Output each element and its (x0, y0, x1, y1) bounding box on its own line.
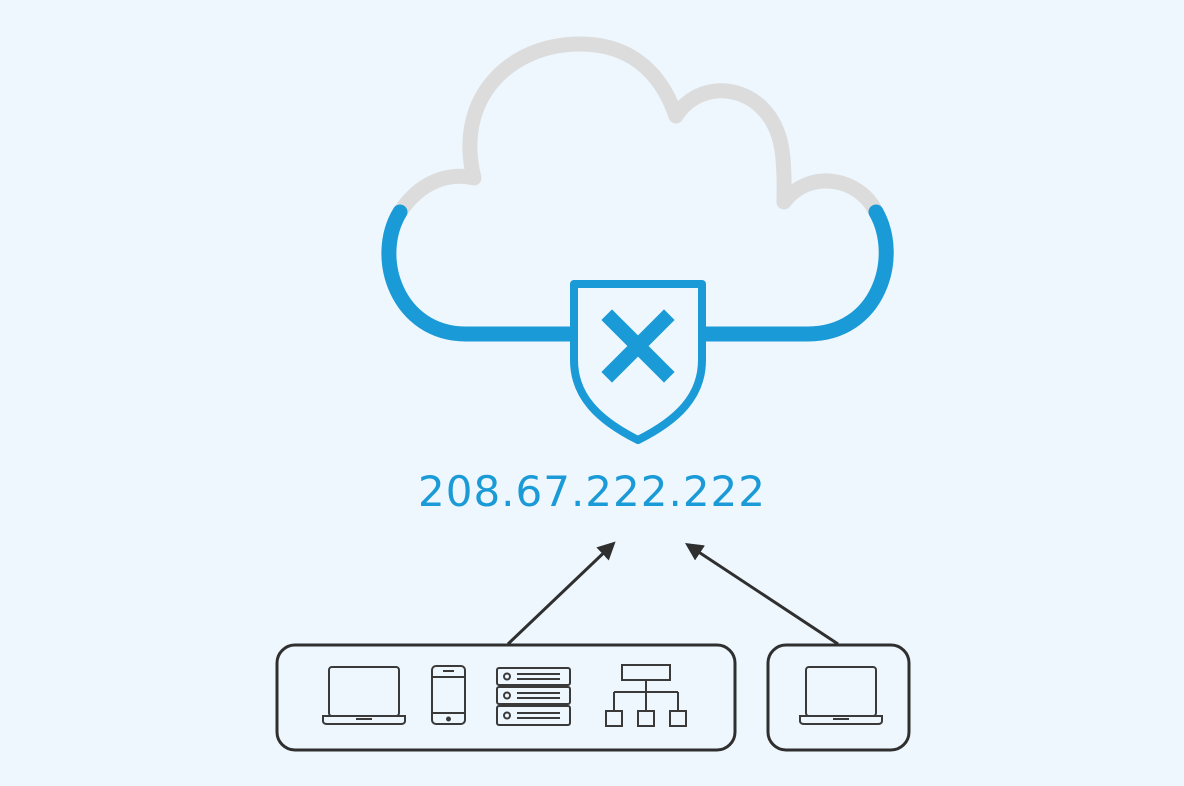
cloud-bottom-left-outline (381, 204, 582, 342)
laptop-icon (322, 666, 406, 725)
device-group-box (275, 643, 737, 752)
x-mark (601, 309, 675, 383)
cloud-icon (381, 36, 894, 342)
network-tree-icon (605, 664, 687, 727)
shield-x-icon (570, 280, 706, 444)
server-rack-icon (496, 667, 571, 726)
shield-outline (570, 280, 706, 444)
laptop-icon (799, 666, 883, 725)
single-device-box (766, 643, 911, 752)
arrow-left-to-dns (506, 541, 616, 646)
arrow-right-to-dns (684, 543, 839, 646)
dns-ip-address: 208.67.222.222 (418, 467, 766, 516)
cloud-bottom-right-outline (692, 204, 894, 342)
cloud-top-outline (392, 36, 884, 220)
smartphone-icon (431, 665, 466, 725)
